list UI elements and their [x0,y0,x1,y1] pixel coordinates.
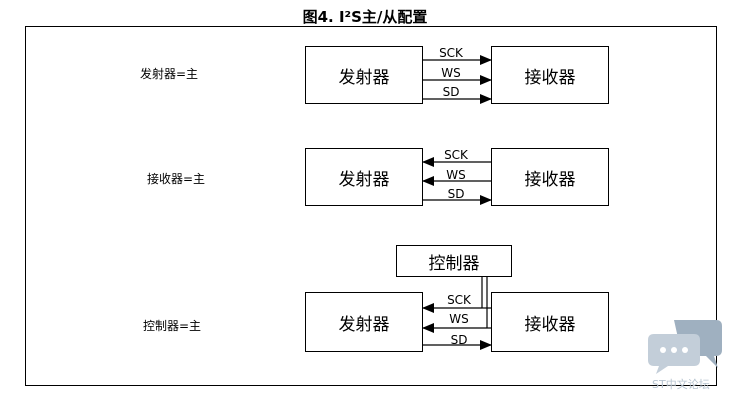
chat-bubble-icon [648,316,724,378]
mode-label-receiver-master: 接收器=主 [147,172,206,186]
controller-box: 控制器 [396,245,512,277]
mode-label-transmitter-master: 发射器=主 [140,67,199,81]
receiver-box-1: 接收器 [491,46,609,104]
diagram-frame [25,26,717,386]
sck-label-2: SCK [444,148,468,162]
ws-label-1: WS [441,66,461,80]
sd-label-2: SD [447,187,465,201]
watermark-text: ST中文论坛 [652,378,710,391]
sd-label-3: SD [450,333,468,347]
mode-label-controller-master: 控制器=主 [143,319,202,333]
transmitter-box-2: 发射器 [305,148,423,206]
transmitter-box-3: 发射器 [305,292,423,352]
sck-label-1: SCK [439,46,463,60]
sck-label-3: SCK [447,293,471,307]
ws-label-3: WS [449,312,469,326]
sd-label-1: SD [442,85,460,99]
transmitter-box-1: 发射器 [305,46,423,104]
receiver-box-2: 接收器 [491,148,609,206]
figure-title: 图4. I²S主/从配置 [302,8,428,26]
receiver-box-3: 接收器 [491,292,609,352]
ws-label-2: WS [446,168,466,182]
